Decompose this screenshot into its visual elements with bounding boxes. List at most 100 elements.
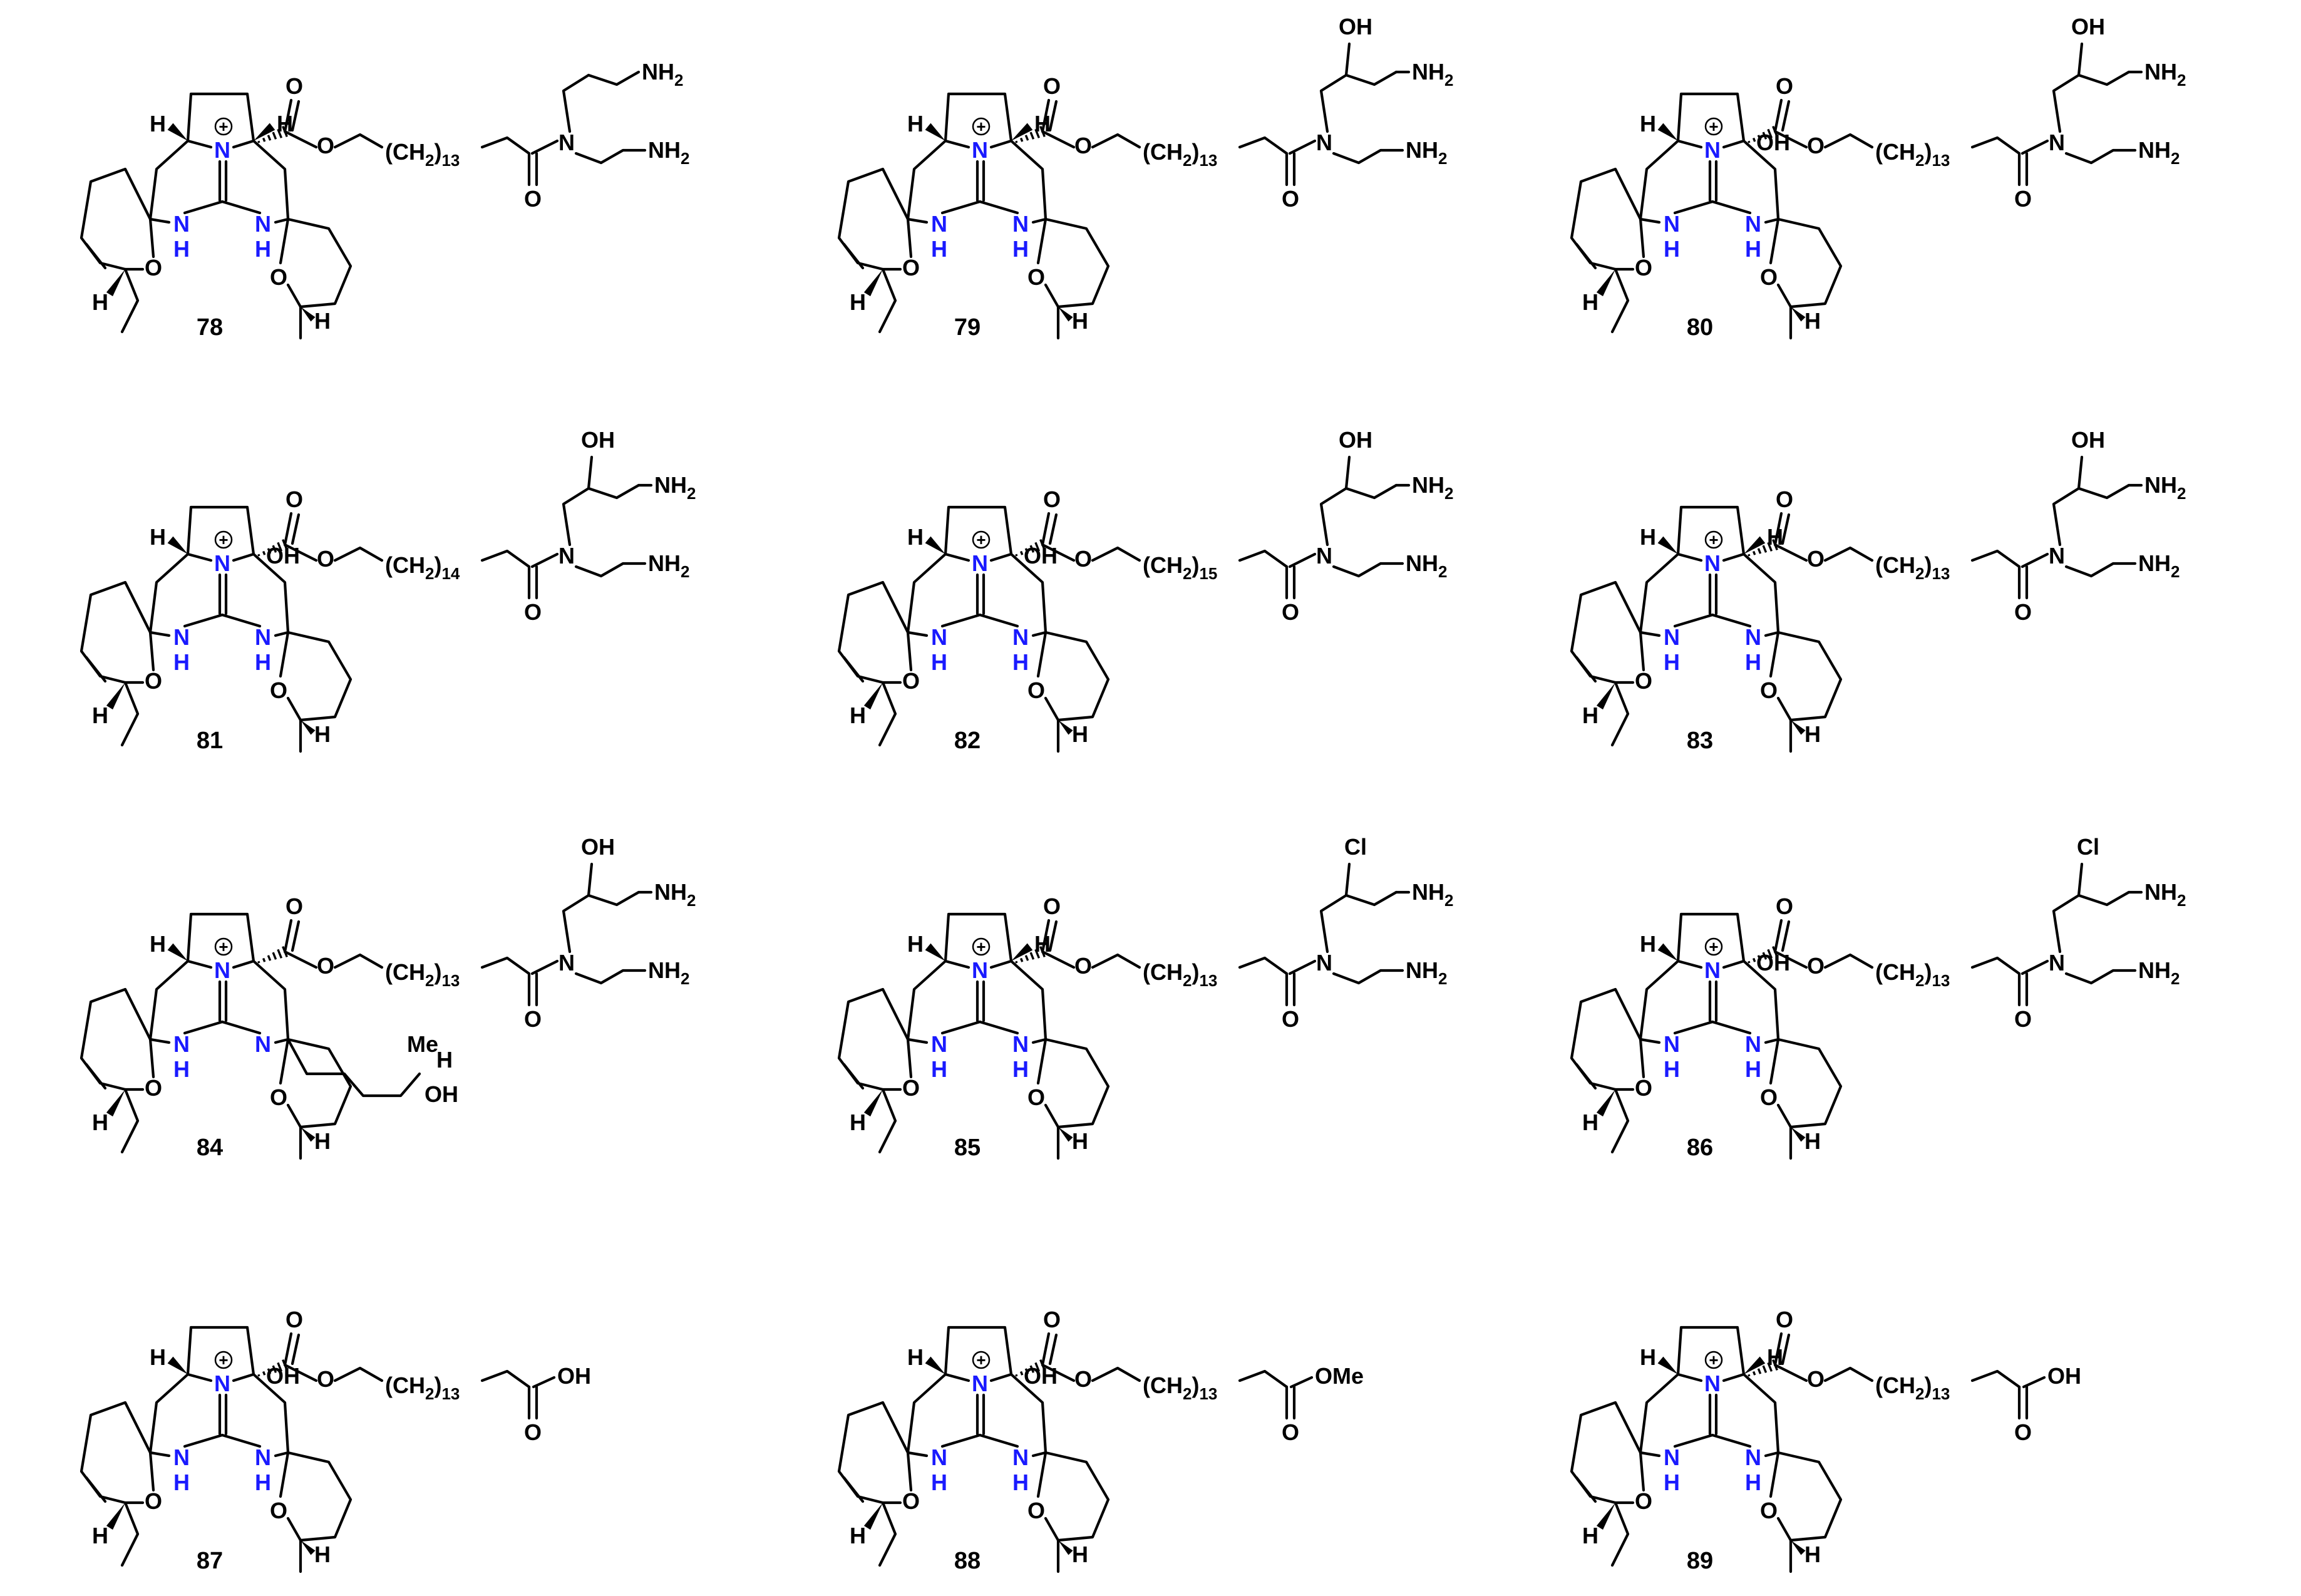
nh-hydrogen: H bbox=[1012, 1056, 1029, 1082]
amine-nh: NH bbox=[1412, 59, 1444, 85]
wedge-bond bbox=[1058, 1127, 1073, 1142]
tetrahydropyran-ring bbox=[1044, 1451, 1110, 1542]
hash-bond bbox=[1752, 957, 1756, 962]
compound-number: 89 bbox=[1687, 1548, 1713, 1574]
wedge-bond bbox=[167, 943, 188, 961]
side-substituent: OH bbox=[1339, 14, 1372, 39]
positive-charge-icon bbox=[1704, 1351, 1723, 1369]
hydroxy-side-chain bbox=[286, 1037, 421, 1098]
plus-sign: + bbox=[976, 117, 986, 136]
nh-hydrogen: H bbox=[931, 1470, 947, 1495]
hash-bond bbox=[262, 1371, 266, 1376]
chain-close: ) bbox=[1192, 959, 1199, 985]
chain-h-sub: 2 bbox=[1915, 971, 1924, 990]
chain-count: 13 bbox=[1932, 971, 1950, 990]
wedge-bond bbox=[1596, 269, 1615, 297]
stereo-h: H bbox=[1640, 931, 1656, 957]
positive-charge-icon bbox=[214, 1351, 233, 1369]
nh-hydrogen: H bbox=[1664, 649, 1680, 675]
amine-nh: NH bbox=[1412, 472, 1444, 498]
nh-atom: N bbox=[1012, 211, 1029, 237]
double-bond bbox=[842, 1476, 865, 1503]
ring-oxygen: O bbox=[145, 1488, 162, 1514]
side-arm bbox=[574, 562, 647, 578]
amide-oxygen: O bbox=[1282, 599, 1299, 625]
hash-bond bbox=[1029, 545, 1035, 553]
side-arm bbox=[1319, 487, 1348, 547]
amine-sub: 2 bbox=[2177, 484, 2186, 503]
side-arm bbox=[2077, 70, 2131, 86]
hash-bond bbox=[1034, 128, 1041, 138]
carbonyl-oxygen: O bbox=[286, 893, 303, 919]
positive-charge-icon bbox=[1704, 530, 1723, 549]
nh-hydrogen: H bbox=[1664, 1056, 1680, 1082]
amide-nitrogen: N bbox=[559, 543, 575, 569]
stereo-h: H bbox=[92, 289, 108, 315]
n-plus-atom: N bbox=[1704, 957, 1721, 983]
hash-bond bbox=[1762, 1365, 1768, 1373]
wedge-bond bbox=[1791, 1127, 1806, 1142]
n-plus-atom: N bbox=[972, 957, 988, 983]
chain-h-sub: 2 bbox=[425, 971, 434, 990]
carbonyl-oxygen: O bbox=[1776, 73, 1793, 99]
left-ring bbox=[148, 959, 190, 1044]
chain-bond bbox=[1823, 953, 1874, 969]
hash-bond bbox=[1762, 952, 1768, 960]
wedge-bond bbox=[1657, 1356, 1678, 1374]
bond bbox=[906, 631, 913, 672]
wedge-bond bbox=[301, 307, 316, 322]
ethyl-group bbox=[1610, 1088, 1630, 1154]
double-bond bbox=[85, 1476, 107, 1503]
bond bbox=[1676, 552, 1703, 562]
ethyl-group bbox=[878, 1088, 897, 1154]
chain-count: 13 bbox=[1932, 151, 1950, 170]
plus-sign: + bbox=[1709, 1351, 1718, 1369]
plus-sign: + bbox=[1709, 117, 1718, 136]
ester-oxygen: O bbox=[317, 953, 334, 979]
side-arm bbox=[1332, 148, 1404, 165]
hash-bond bbox=[1034, 1362, 1041, 1372]
bond bbox=[1769, 1037, 1780, 1085]
ring-oxygen: O bbox=[1635, 255, 1652, 281]
pyrrolidine-ring bbox=[944, 1326, 1013, 1376]
bond bbox=[940, 200, 982, 215]
nh-hydrogen: H bbox=[173, 1056, 190, 1082]
bond bbox=[532, 1376, 556, 1389]
compound-number: 86 bbox=[1687, 1135, 1713, 1161]
bond bbox=[1044, 696, 1060, 722]
bond bbox=[232, 1372, 255, 1382]
hash-bond bbox=[272, 131, 277, 140]
nh-atom: N bbox=[1664, 1031, 1680, 1057]
hash-bond bbox=[1767, 128, 1773, 138]
oxepene-ring bbox=[1570, 987, 1642, 1091]
side-arm bbox=[2064, 562, 2137, 578]
hash-bond bbox=[272, 952, 277, 960]
amine-sub: 2 bbox=[1444, 484, 1453, 503]
chain-bond bbox=[1238, 1369, 1289, 1389]
amine-group: NH2 bbox=[1406, 550, 1447, 581]
nh-atom: N bbox=[931, 211, 947, 237]
bond bbox=[1344, 862, 1351, 897]
positive-charge-icon bbox=[972, 117, 991, 136]
methylene-chain: (CH2)13 bbox=[1143, 139, 1217, 170]
hash-bond bbox=[1015, 1374, 1018, 1377]
left-ring bbox=[148, 1372, 190, 1458]
right-ring bbox=[252, 1372, 290, 1458]
side-substituent: OH bbox=[1339, 427, 1372, 453]
bond bbox=[989, 1372, 1013, 1382]
plus-sign: + bbox=[976, 1351, 986, 1369]
nh-atom: N bbox=[1664, 624, 1680, 650]
hash-bond bbox=[1015, 140, 1018, 143]
side-arm bbox=[2052, 487, 2081, 547]
methylene-chain: (CH2)13 bbox=[385, 139, 460, 170]
chain-bond bbox=[1238, 549, 1289, 569]
side-substituent: OH bbox=[2071, 14, 2105, 39]
bond bbox=[587, 455, 594, 490]
stereo-h: H bbox=[150, 111, 166, 136]
nh-hydrogen: H bbox=[1012, 236, 1029, 262]
bond bbox=[1781, 920, 1791, 952]
chain-h-sub: 2 bbox=[1915, 1384, 1924, 1403]
